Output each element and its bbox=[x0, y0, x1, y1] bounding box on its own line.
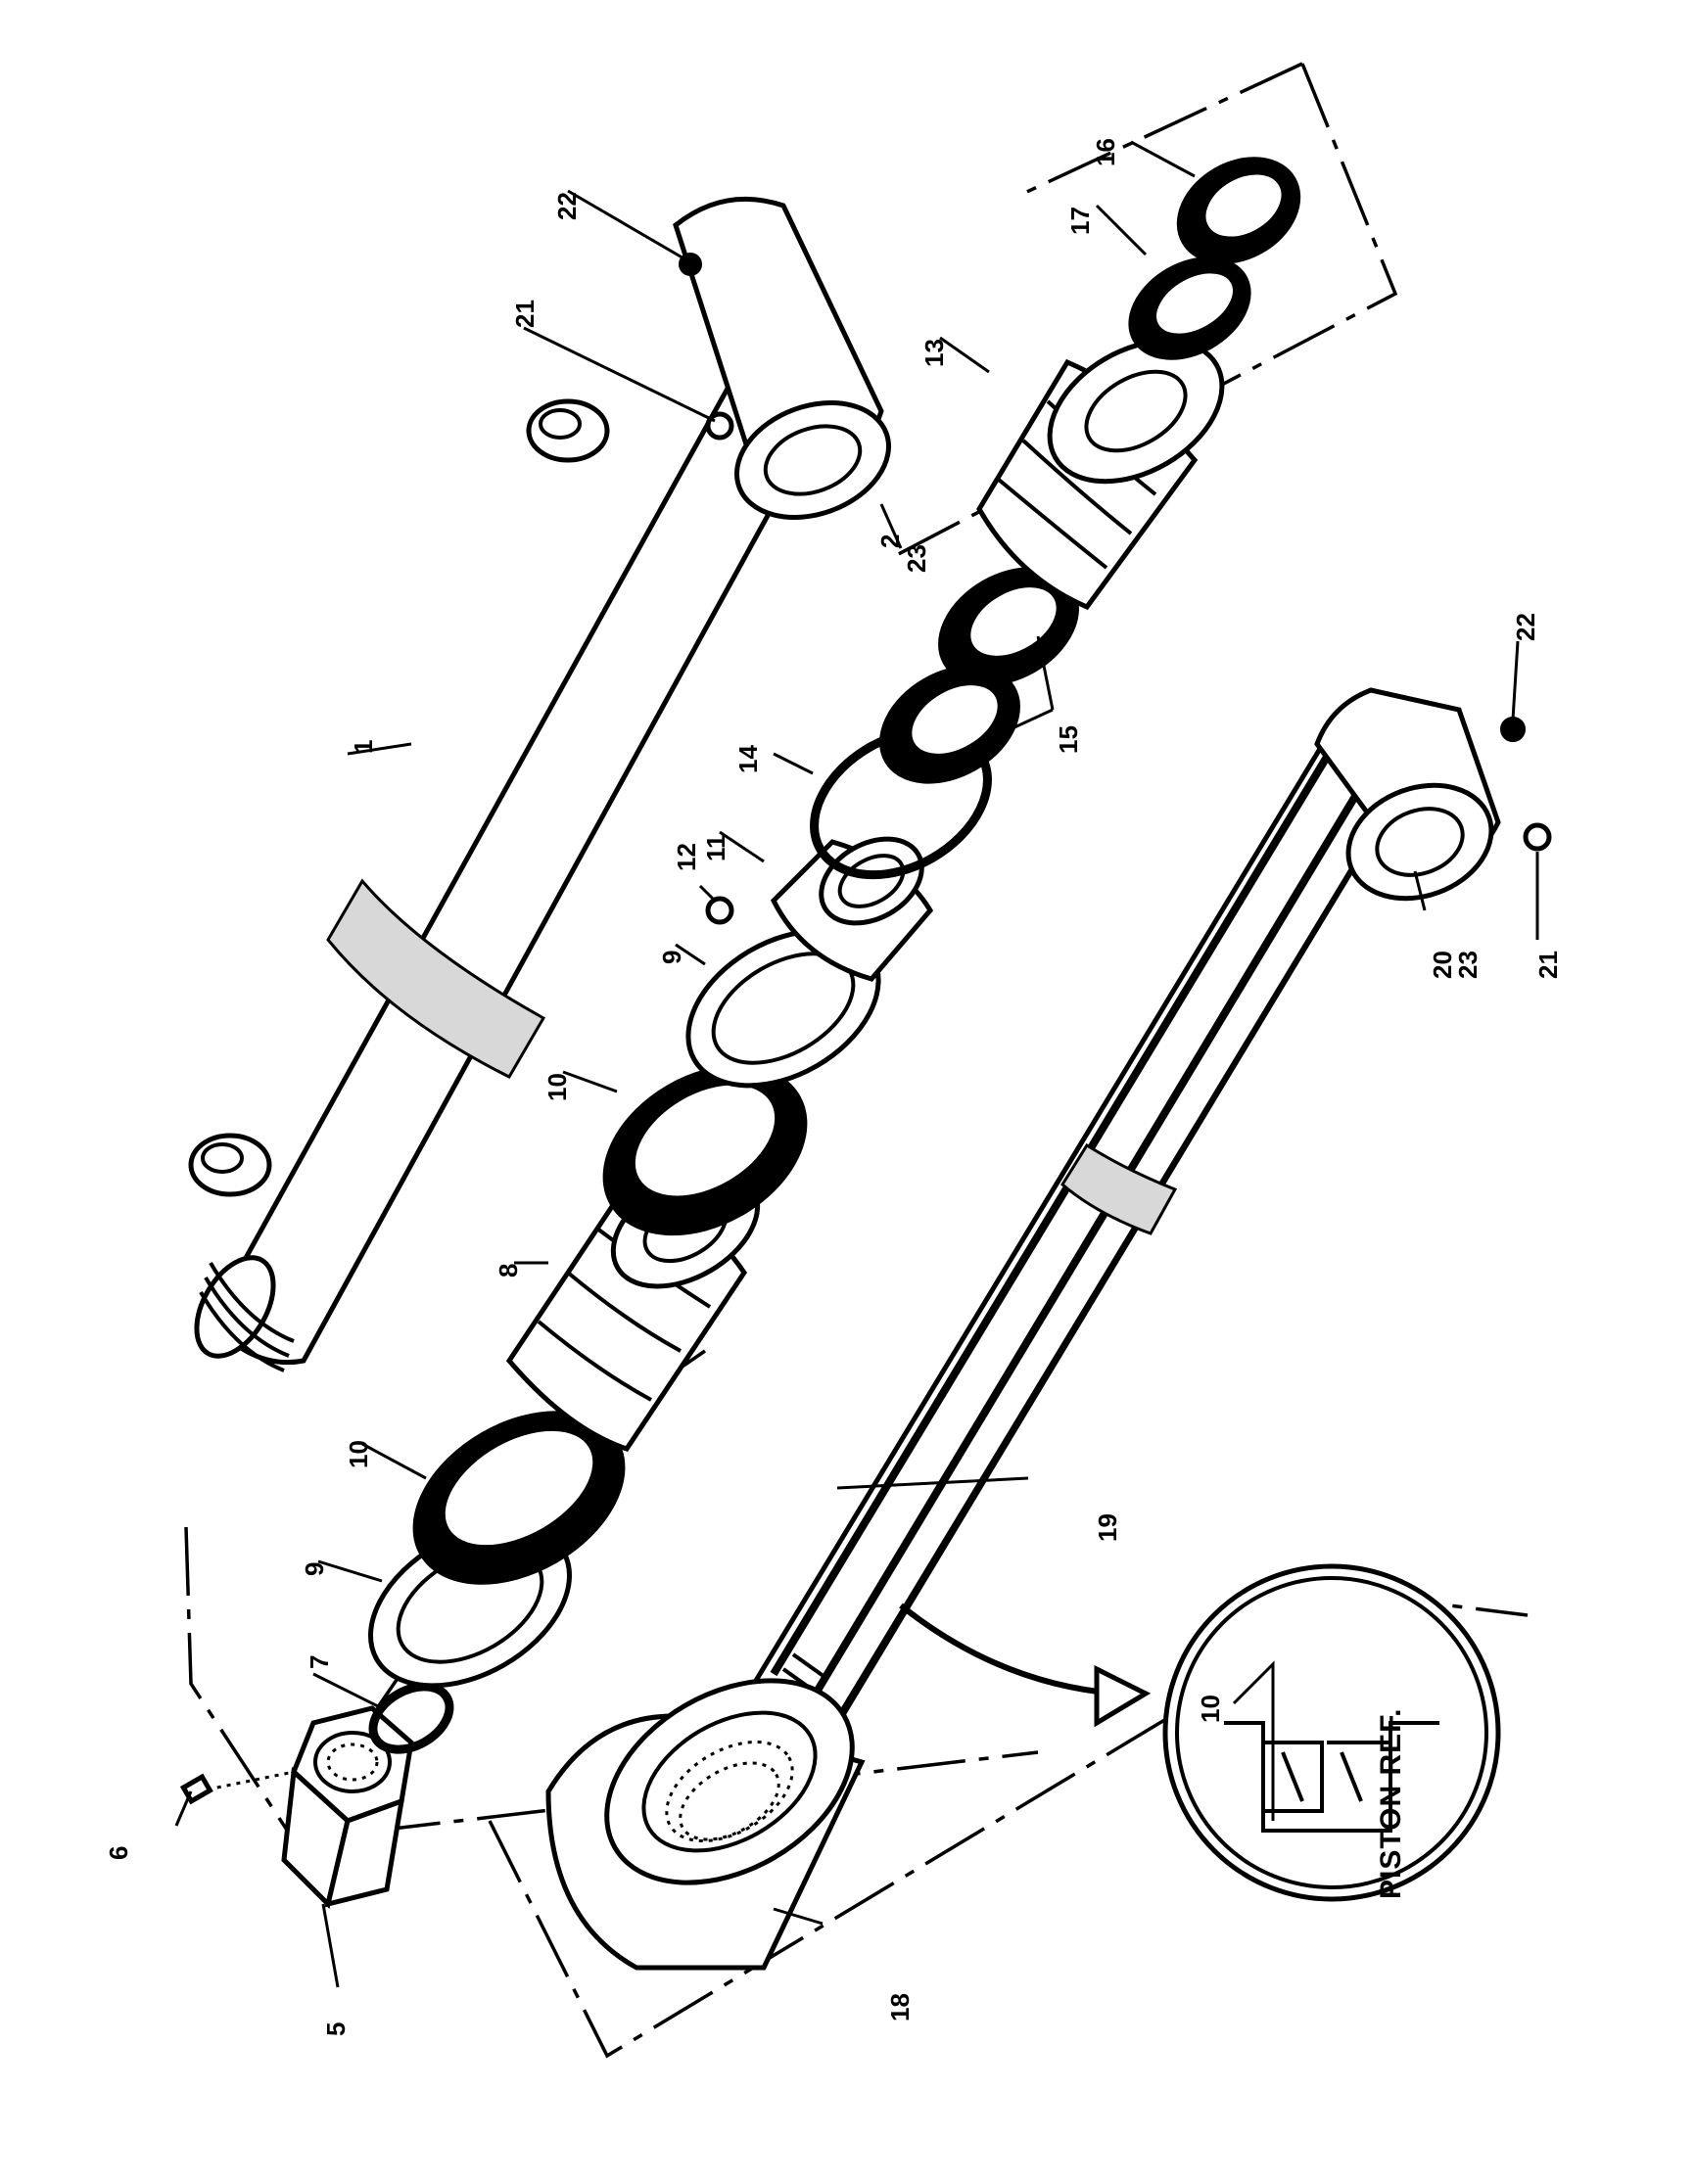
barrel-clevis bbox=[673, 196, 891, 520]
callout-17: 17 bbox=[1065, 207, 1095, 235]
set-screw-12 bbox=[705, 896, 734, 925]
callout-18: 18 bbox=[885, 1993, 915, 2021]
callout-10-upper: 10 bbox=[542, 1073, 572, 1101]
callout-23b: 23 bbox=[1453, 951, 1483, 979]
piston-ref-inset: PISTON REF. 10 bbox=[1162, 1563, 1501, 1902]
callout-7: 7 bbox=[305, 1655, 334, 1669]
callout-23a: 23 bbox=[902, 544, 931, 573]
callout-1: 1 bbox=[349, 740, 378, 754]
wiper-ring-9-upper bbox=[685, 928, 881, 1089]
inset-title: PISTON REF. bbox=[1375, 1708, 1407, 1899]
callout-16: 16 bbox=[1091, 138, 1120, 166]
seal-10-upper bbox=[602, 1064, 808, 1236]
callout-22b: 22 bbox=[1511, 613, 1540, 641]
callout-14: 14 bbox=[733, 745, 763, 773]
callout-labels: 1 2 23 22 21 5 6 7 9 10 8 10 9 11 12 14 … bbox=[104, 138, 1563, 2036]
reference-arrow bbox=[899, 1603, 1152, 1728]
callout-13: 13 bbox=[919, 339, 949, 367]
callout-20: 20 bbox=[1428, 951, 1457, 979]
inset-callout: 10 bbox=[1196, 1695, 1225, 1723]
callout-15: 15 bbox=[1054, 725, 1083, 754]
callout-11: 11 bbox=[701, 835, 730, 862]
callout-6: 6 bbox=[104, 1846, 133, 1860]
wiper-16 bbox=[1176, 157, 1301, 264]
rod-end bbox=[545, 1678, 866, 1971]
callout-9-lower: 9 bbox=[300, 1562, 329, 1576]
callout-19: 19 bbox=[1093, 1513, 1122, 1542]
callout-12: 12 bbox=[672, 843, 701, 871]
o-ring-7 bbox=[368, 1682, 454, 1754]
callout-21b: 21 bbox=[1533, 951, 1563, 979]
cylinder-barrel bbox=[188, 305, 855, 1372]
gland-head bbox=[976, 338, 1225, 611]
callout-8: 8 bbox=[494, 1264, 523, 1278]
callout-2: 2 bbox=[875, 534, 905, 548]
set-screw bbox=[179, 1770, 295, 1805]
callout-10-lower: 10 bbox=[344, 1440, 373, 1468]
callout-5: 5 bbox=[321, 2022, 351, 2036]
callout-22a: 22 bbox=[552, 192, 582, 220]
callout-21a: 21 bbox=[510, 300, 540, 328]
leader-lines bbox=[174, 140, 1539, 1988]
gland-nut bbox=[281, 1705, 414, 1909]
seal-17 bbox=[1128, 256, 1251, 360]
rod-clevis bbox=[1314, 687, 1552, 902]
callout-9-upper: 9 bbox=[657, 951, 686, 964]
piston-rod bbox=[750, 721, 1414, 1737]
